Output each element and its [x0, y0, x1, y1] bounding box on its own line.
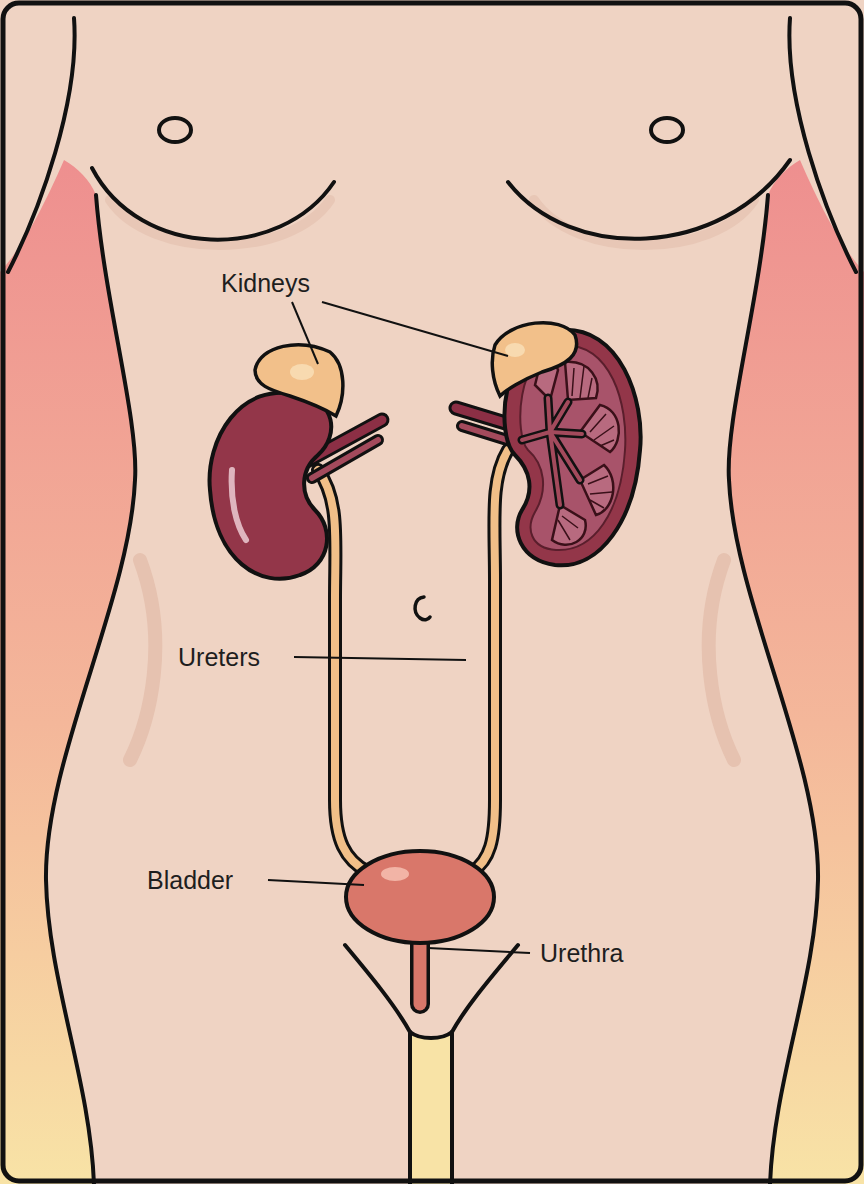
torso-line [729, 195, 818, 1184]
adrenal-highlight [505, 343, 525, 357]
renal-vessels [305, 408, 522, 478]
shading [130, 560, 155, 760]
body-outline [8, 18, 856, 1184]
side-gap [0, 160, 135, 1184]
renal-pyramids [535, 362, 619, 545]
leader-line [292, 302, 318, 364]
side-gap [729, 160, 864, 1184]
leader-lines [268, 302, 530, 953]
leader-line [268, 880, 364, 885]
ureter [472, 450, 508, 872]
part-label: Bladder [147, 865, 233, 895]
frame [3, 3, 861, 1181]
navel [415, 597, 430, 620]
adrenal-highlight [290, 364, 314, 380]
pyramid [580, 405, 619, 452]
groin-line [452, 945, 518, 1032]
kidney-highlight [232, 470, 246, 540]
renal-pelvis [522, 398, 582, 505]
kidney [210, 393, 332, 579]
breast-line [508, 160, 790, 239]
nipple [159, 118, 191, 142]
shading [709, 560, 734, 760]
leader-line [428, 948, 530, 953]
calyx-outline [522, 398, 582, 505]
calyx [522, 398, 582, 505]
adrenal-gland [492, 323, 576, 396]
nipple [651, 118, 683, 142]
pyramid [580, 465, 613, 515]
leg-gap [410, 1034, 452, 1184]
bladder [346, 851, 494, 943]
bladder-highlight [381, 867, 409, 881]
torso-line [46, 195, 135, 1184]
leader-line [294, 657, 466, 660]
groin-line [345, 945, 410, 1032]
breast-line [92, 168, 334, 240]
part-label: Ureters [178, 642, 260, 672]
pyramid [565, 362, 598, 400]
leg-line [408, 1032, 412, 1184]
leader-line [322, 302, 508, 356]
ureter-outline [472, 450, 508, 872]
part-label: Urethra [540, 938, 623, 968]
ureters [318, 450, 508, 872]
arm-line [8, 18, 75, 272]
part-label: Kidneys [221, 268, 310, 298]
adrenal-gland [255, 345, 343, 416]
groin-line [410, 1032, 452, 1038]
arm-line [789, 18, 856, 272]
leg-line [450, 1032, 454, 1184]
pyramid [552, 505, 586, 545]
